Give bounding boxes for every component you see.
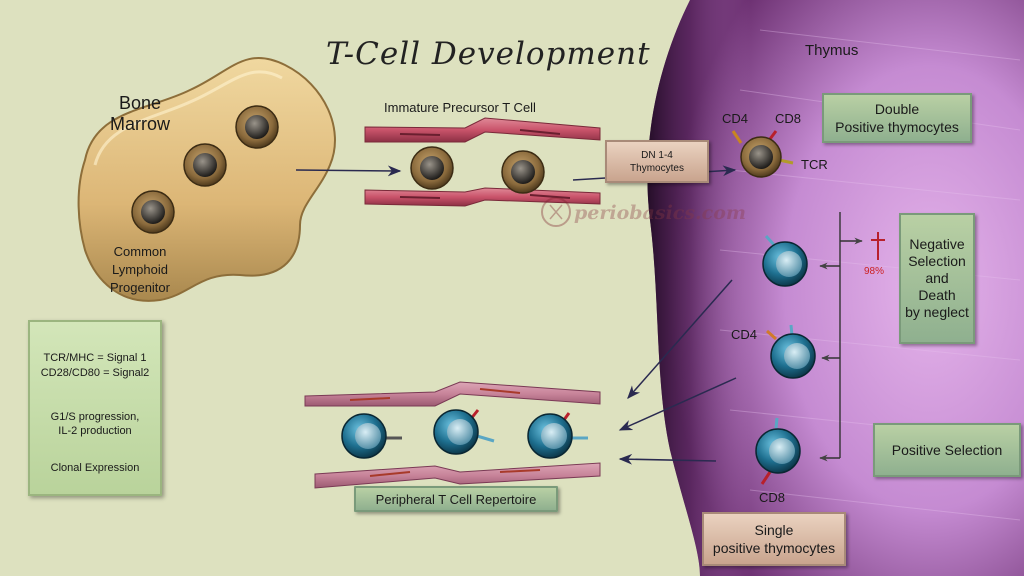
- arrow-to-periphery-1: [627, 279, 733, 400]
- signal-line-2: CD28/CD80 = Signal2: [40, 367, 150, 379]
- double-positive-text: Double Positive thymocytes: [835, 101, 959, 135]
- thymus-label: Thymus: [805, 42, 859, 59]
- precursor-cell: [501, 150, 545, 194]
- peripheral-cell-3: [527, 412, 588, 459]
- negative-selection-text: Negative Selection and Death by neglect: [905, 236, 969, 320]
- tcr-label: TCR: [801, 157, 828, 172]
- signal-box: TCR/MHC = Signal 1 CD28/CD80 = Signal2 G…: [28, 320, 162, 496]
- precursor-vessel: [364, 117, 601, 207]
- double-positive-cell: [731, 130, 794, 178]
- positive-selection-text: Positive Selection: [891, 442, 1003, 458]
- peripheral-repertoire-text: Peripheral T Cell Repertoire: [375, 491, 537, 507]
- peripheral-repertoire-box: Peripheral T Cell Repertoire: [354, 486, 558, 512]
- precursor-cell: [410, 146, 454, 190]
- peripheral-cell-1: [341, 413, 402, 459]
- positive-selection-box: Positive Selection: [873, 423, 1021, 477]
- death-cross-icon: [871, 232, 885, 260]
- progenitor-cell: [183, 143, 227, 187]
- immature-precursor-label: Immature Precursor T Cell: [384, 100, 536, 115]
- negative-selection-box: Negative Selection and Death by neglect: [899, 213, 975, 344]
- single-positive-box: Single positive thymocytes: [702, 512, 846, 566]
- arrow-to-periphery-2: [618, 377, 737, 431]
- dn-thymocytes-box: DN 1-4 Thymocytes: [605, 140, 709, 183]
- watermark-text: periobasics.com: [574, 202, 747, 224]
- progenitor-cell: [131, 190, 175, 234]
- signal-line-3: G1/S progression,: [50, 411, 140, 423]
- peripheral-cell-2: [433, 409, 495, 455]
- signal-line-5: Clonal Expression: [50, 462, 140, 474]
- cd4-mid-label: CD4: [731, 327, 758, 342]
- single-positive-text: Single positive thymocytes: [712, 522, 836, 556]
- bone-marrow-cells: [131, 105, 279, 234]
- death-percent-label: 98%: [864, 266, 885, 277]
- progenitor-label: Common Lymphoid Progenitor: [110, 244, 170, 295]
- signal-line-1: TCR/MHC = Signal 1: [43, 352, 147, 364]
- selection-bracket: [819, 212, 863, 462]
- page-title: T-Cell Development: [326, 36, 651, 72]
- thymus-edge-shade: [647, 0, 820, 576]
- peripheral-vessel: [304, 381, 601, 489]
- signal-line-4: IL-2 production: [58, 425, 132, 437]
- thymocyte-cd8: [755, 417, 801, 485]
- thymocyte-cd4: [766, 324, 816, 379]
- thymocyte-neg: [762, 234, 808, 287]
- arrow-to-periphery-3: [618, 453, 717, 465]
- double-positive-box: Double Positive thymocytes: [822, 93, 972, 143]
- bone-marrow-label: Bone Marrow: [109, 93, 170, 134]
- cd4-top-label: CD4: [722, 111, 749, 126]
- arrow-marrow-to-vessel: [295, 165, 402, 177]
- watermark-logo: [541, 197, 571, 227]
- cd8-bottom-label: CD8: [759, 490, 786, 505]
- dn-thymocytes-text: DN 1-4 Thymocytes: [630, 149, 684, 174]
- cd8-top-label: CD8: [775, 111, 802, 126]
- progenitor-cell: [235, 105, 279, 149]
